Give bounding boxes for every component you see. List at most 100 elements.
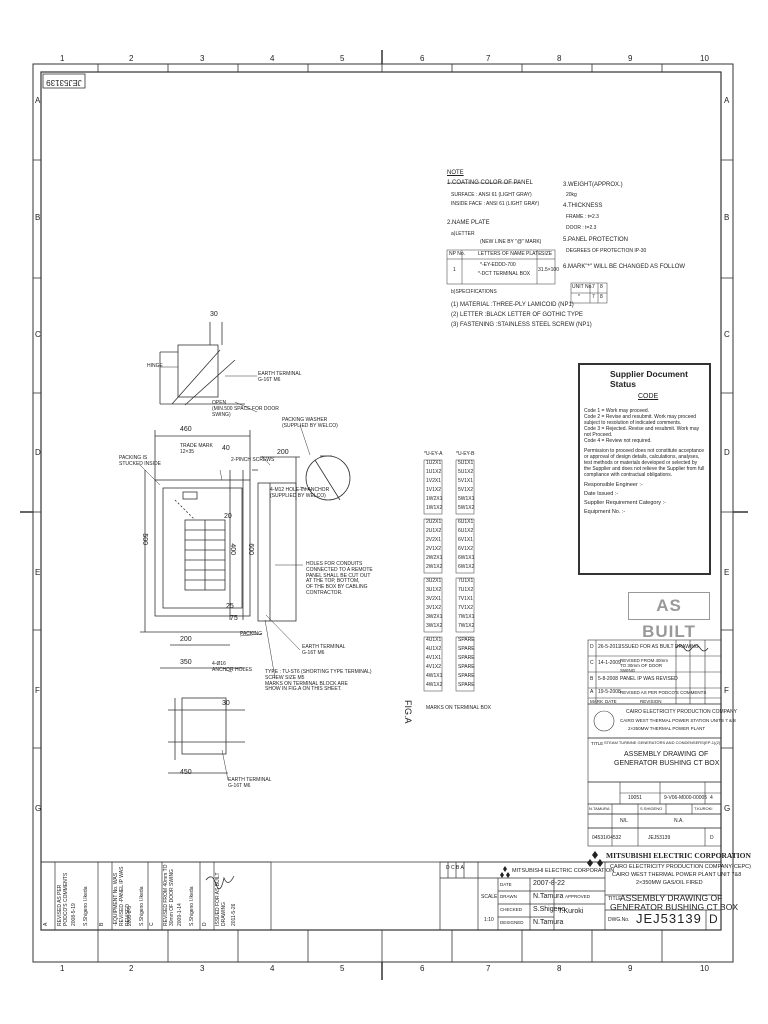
- small-title-2: GENERATOR BUSHING CT BOX: [614, 760, 720, 767]
- terminal-label: 6U1X1: [458, 519, 474, 525]
- rev-row-c-text: REVISED FROM 40mm TO 30mm OF DOOR SWING: [620, 658, 669, 674]
- bottom-rev-a-text: REVISED AS PER PODCO'S COMMENTS: [57, 872, 69, 926]
- dim-25: 25: [226, 603, 234, 610]
- unit-table-star: *: [578, 294, 580, 300]
- terminal-label: 3U2X1: [426, 578, 442, 584]
- bottom-rev-b-mark: B: [99, 922, 105, 926]
- grid-col-3-bottom: 3: [200, 964, 205, 973]
- bottom-rev-a-mark: A: [43, 922, 49, 926]
- dim-350: 350: [180, 659, 192, 666]
- dim-40: 40: [222, 445, 230, 452]
- note-1: 1.COATING COLOR OF PANEL: [447, 180, 533, 186]
- bottom-checked-label: CHECKED: [500, 907, 523, 912]
- grid-row-g-right: G: [724, 804, 731, 813]
- status-code-2: Code 2 = Revise and resubmit. Work may p…: [584, 414, 697, 426]
- note-1a: SURFACE : ANSI 61 (LIGHT GRAY): [451, 192, 532, 198]
- mitsubishi-corp: MITSUBISHI ELECTRIC CORPORATION: [606, 851, 751, 860]
- ref-no: N/L: [620, 818, 628, 824]
- terminal-label: 3U1X2: [426, 587, 442, 593]
- bottom-rev-c-who: S.Shigeno I.Ikeda: [189, 886, 195, 926]
- label-open: OPEN (MIN.500 SPACE FOR DOOR SWING): [212, 400, 279, 418]
- terminal-label: 6W1X2: [458, 564, 475, 570]
- grid-col-9-bottom: 9: [628, 964, 633, 973]
- mfr-drawing-no: JEJ53139: [648, 835, 671, 841]
- label-fig-a-sub: MARKS ON TERMINAL BOX: [426, 705, 492, 711]
- terminal-label: 3W2X1: [426, 614, 443, 620]
- note-2a: a)LETTER: [451, 231, 475, 237]
- label-packing: PACKING: [240, 631, 263, 637]
- terminal-label: SPARE: [458, 655, 475, 661]
- terminal-label: 2W2X1: [426, 555, 443, 561]
- grid-col-8-bottom: 8: [557, 964, 562, 973]
- terminal-label: 4V1X2: [426, 664, 442, 670]
- dim-450: 450: [180, 769, 192, 776]
- bottom-rev-d-mark: D: [202, 922, 208, 926]
- terminal-label: 6W1X1: [458, 555, 475, 561]
- bottom-rev-a-who: S.Shigeno I.Ikeda: [83, 886, 89, 926]
- note-4a: FRAME : t=2.3: [566, 214, 599, 220]
- label-fig-a: FIG.A: [403, 700, 413, 724]
- rev-row-a-date: 19-5-2008: [598, 689, 621, 695]
- notes-title: NOTE: [447, 170, 464, 176]
- supplier-document-status: Supplier Document Status CODE Code 1 = W…: [578, 363, 711, 575]
- bottom-company-2: CAIRO WEST THERMAL POWER PLANT UNIT 7&8: [612, 872, 742, 878]
- status-date: Date Issued :-: [584, 491, 619, 497]
- rev-row-a-text: REVISED AS PER PODCO'S COMMENTS: [620, 690, 707, 695]
- terminal-label: 5U1X2: [458, 469, 474, 475]
- bottom-title-1: ASSEMBLY DRAWING OF: [620, 893, 723, 903]
- grid-col-6-bottom: 6: [420, 964, 425, 973]
- label-m12-hole: 4-M12 HOLE-IN-ANCHOR (SUPPLIED BY WELCO): [270, 487, 330, 499]
- grid-row-b-right: B: [724, 213, 730, 222]
- terminal-label: 5W1X1: [458, 496, 475, 502]
- terminal-label: 3W1X2: [426, 623, 443, 629]
- order-no: 04531/04532: [592, 835, 622, 841]
- terminal-left-header: *U-EY-A: [424, 451, 443, 457]
- terminal-label: 7V1X1: [458, 596, 474, 602]
- terminal-label: 7W1X2: [458, 623, 475, 629]
- prepared-name: N.TAMURA: [589, 806, 610, 811]
- terminal-label: 1U2X1: [426, 460, 442, 466]
- grid-col-7: 7: [486, 54, 491, 63]
- dim-400: 400: [229, 543, 237, 556]
- label-holes-conduits: HOLES FOR CONDUITS CONNECTED TO A REMOTE…: [306, 561, 373, 596]
- grid-col-9: 9: [628, 54, 633, 63]
- note-4b: DOOR : t=2.3: [566, 225, 597, 231]
- terminal-label: 4W1X1: [426, 673, 443, 679]
- dim-460: 460: [180, 426, 192, 433]
- note-1b: INSIDE FACE : ANSI 61 (LIGHT GRAY): [451, 201, 540, 207]
- nameplate-line2: *-DCT TERMINAL BOX: [478, 271, 531, 277]
- label-earth-terminal-3: EARTH TERMINAL G-16T M6: [228, 777, 272, 789]
- unit-table-8b: 8: [600, 294, 603, 300]
- label-earth-terminal-2: EARTH TERMINAL G-16T M6: [302, 644, 346, 656]
- terminal-label: 5V1X2: [458, 487, 474, 493]
- grid-col-10-bottom: 10: [700, 964, 709, 973]
- terminal-label: 2W1X2: [426, 564, 443, 570]
- grid-row-a: A: [35, 96, 41, 105]
- note-3a: 20kg: [566, 192, 577, 198]
- status-equipment: Equipment No. :-: [584, 509, 626, 515]
- rev-row-d-mark: D: [590, 644, 594, 650]
- note-2b: b)SPECIFICATIONS: [451, 289, 497, 295]
- drawing-rev: 4: [710, 795, 713, 801]
- bottom-title-2: GENERATOR BUSHING CT BOX: [610, 902, 738, 912]
- bottom-date: 2007-8-22: [533, 880, 565, 887]
- terminal-label: 4U1X2: [426, 646, 442, 652]
- label-pinch-screws: 2-PINCH SCREWS: [231, 457, 275, 463]
- status-code-4: Code 4 = Review not required.: [584, 438, 652, 444]
- bottom-approved-label: APPROVED: [565, 894, 591, 899]
- status-code-1: Code 1 = Work may proceed.: [584, 408, 650, 414]
- bottom-drawn-name: N.Tamura: [533, 893, 564, 900]
- dim-500: 500: [141, 533, 149, 546]
- status-engineer: Responsible Engineer :-: [584, 482, 643, 488]
- note-4: 4.THICKNESS: [563, 203, 603, 209]
- terminal-label: SPARE: [458, 646, 475, 652]
- spec-1: (1) MATERIAL :THREE-PLY LAMICOID (NP1): [451, 302, 574, 308]
- terminal-label: SPARE: [458, 637, 475, 643]
- dim-20: 20: [224, 513, 232, 520]
- label-type-note: TYPE : TU-ST6 (SHORTING TYPE TERMINAL) S…: [265, 669, 372, 693]
- terminal-label: 7W1X1: [458, 614, 475, 620]
- unit-table-head: UNIT No.: [572, 284, 593, 290]
- nameplate-header-letters: LETTERS OF NAME PLATE: [478, 251, 542, 257]
- note-5a: DEGREES OF PROTECTION IP-30: [566, 248, 647, 254]
- grid-row-d-right: D: [724, 448, 730, 457]
